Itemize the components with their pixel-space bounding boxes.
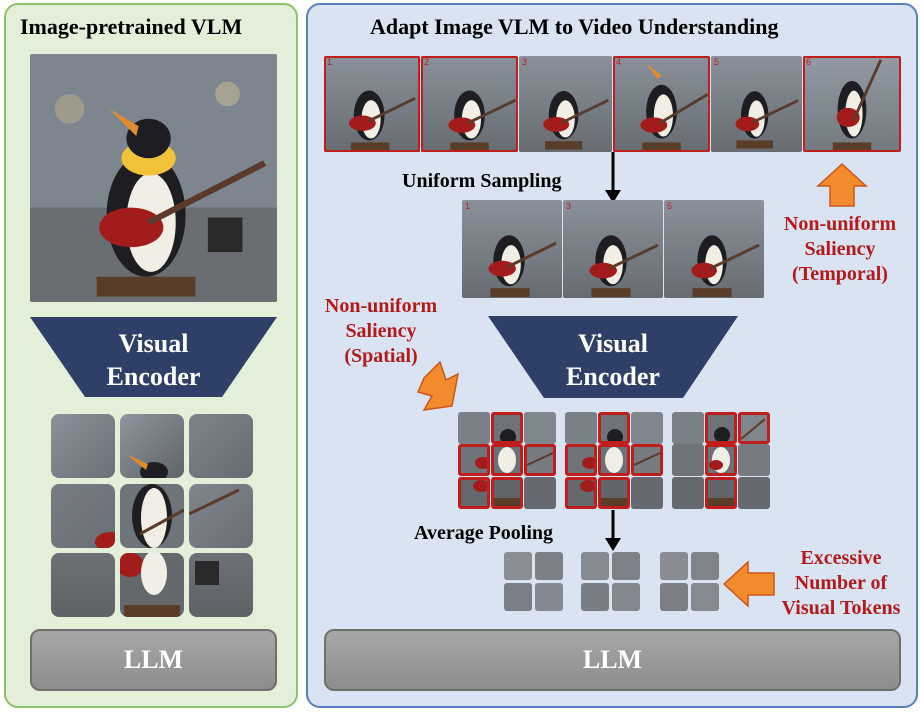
uniform-sampling-label: Uniform Sampling xyxy=(402,170,562,192)
image-patch xyxy=(189,414,253,478)
salient-patch xyxy=(565,477,597,509)
pooled-token xyxy=(660,552,688,580)
image-patch xyxy=(120,553,184,617)
salient-patch xyxy=(705,477,737,509)
image-patch xyxy=(672,412,704,444)
video-frame-2: 2 xyxy=(421,56,518,152)
excessive-tokens-label: Excessive Number of Visual Tokens xyxy=(781,547,901,619)
image-patch xyxy=(524,412,556,444)
image-patch xyxy=(51,553,115,617)
salient-patch xyxy=(524,444,556,476)
image-patch xyxy=(189,553,253,617)
pooled-token xyxy=(535,552,563,580)
image-patch xyxy=(672,444,704,476)
salient-patch xyxy=(491,477,523,509)
image-patch xyxy=(51,484,115,548)
salient-patch xyxy=(738,412,770,444)
penguin-image xyxy=(30,54,277,302)
video-frame-1: 1 xyxy=(324,56,420,152)
pooled-token xyxy=(581,583,609,611)
llm-block-left: LLM xyxy=(30,629,277,691)
pooled-token xyxy=(660,583,688,611)
image-patch xyxy=(631,477,663,509)
pooled-token xyxy=(691,552,719,580)
video-frame-4: 4 xyxy=(613,56,710,152)
sampled-frame-5: 5 xyxy=(664,200,764,298)
image-patch xyxy=(738,444,770,476)
salient-patch xyxy=(705,444,737,476)
image-patch xyxy=(120,414,184,478)
salient-patch xyxy=(631,444,663,476)
pooled-token xyxy=(612,583,640,611)
salient-patch xyxy=(565,444,597,476)
salient-patch xyxy=(458,477,490,509)
salient-patch xyxy=(458,444,490,476)
salient-patch xyxy=(491,444,523,476)
visual-encoder-label-left: Visual Encoder xyxy=(106,329,201,391)
salient-patch xyxy=(705,412,737,444)
image-patch xyxy=(458,412,490,444)
image-patch xyxy=(672,477,704,509)
image-patch xyxy=(631,412,663,444)
spatial-saliency-label: Non-uniform Saliency (Spatial) xyxy=(324,295,438,367)
video-frame-5: 5 xyxy=(711,56,802,152)
temporal-saliency-label: Non-uniform Saliency (Temporal) xyxy=(783,213,897,285)
visual-encoder-label-right: Visual Encoder xyxy=(566,329,660,391)
left-panel-title: Image-pretrained VLM xyxy=(20,14,243,39)
right-panel-title: Adapt Image VLM to Video Understanding xyxy=(370,14,779,39)
image-patch xyxy=(524,477,556,509)
salient-patch xyxy=(598,412,630,444)
visual-encoder-shape-right xyxy=(488,316,738,398)
salient-patch xyxy=(598,477,630,509)
image-patch xyxy=(189,484,253,548)
pooled-token xyxy=(581,552,609,580)
sampled-frame-1: 1 xyxy=(462,200,562,298)
image-patch xyxy=(120,484,184,548)
image-patch xyxy=(51,414,115,478)
image-patch xyxy=(565,412,597,444)
salient-patch xyxy=(598,444,630,476)
image-patch xyxy=(738,477,770,509)
video-frame-3: 3 xyxy=(519,56,612,152)
pooled-token xyxy=(535,583,563,611)
pooled-token xyxy=(691,583,719,611)
pooled-token xyxy=(612,552,640,580)
sampled-frame-3: 3 xyxy=(563,200,663,298)
llm-block-right: LLM xyxy=(324,629,901,691)
pooled-token xyxy=(504,583,532,611)
visual-encoder-shape-left xyxy=(30,317,277,397)
average-pooling-label: Average Pooling xyxy=(414,522,554,544)
video-frame-6: 6 xyxy=(803,56,901,152)
pooled-token xyxy=(504,552,532,580)
salient-patch xyxy=(491,412,523,444)
